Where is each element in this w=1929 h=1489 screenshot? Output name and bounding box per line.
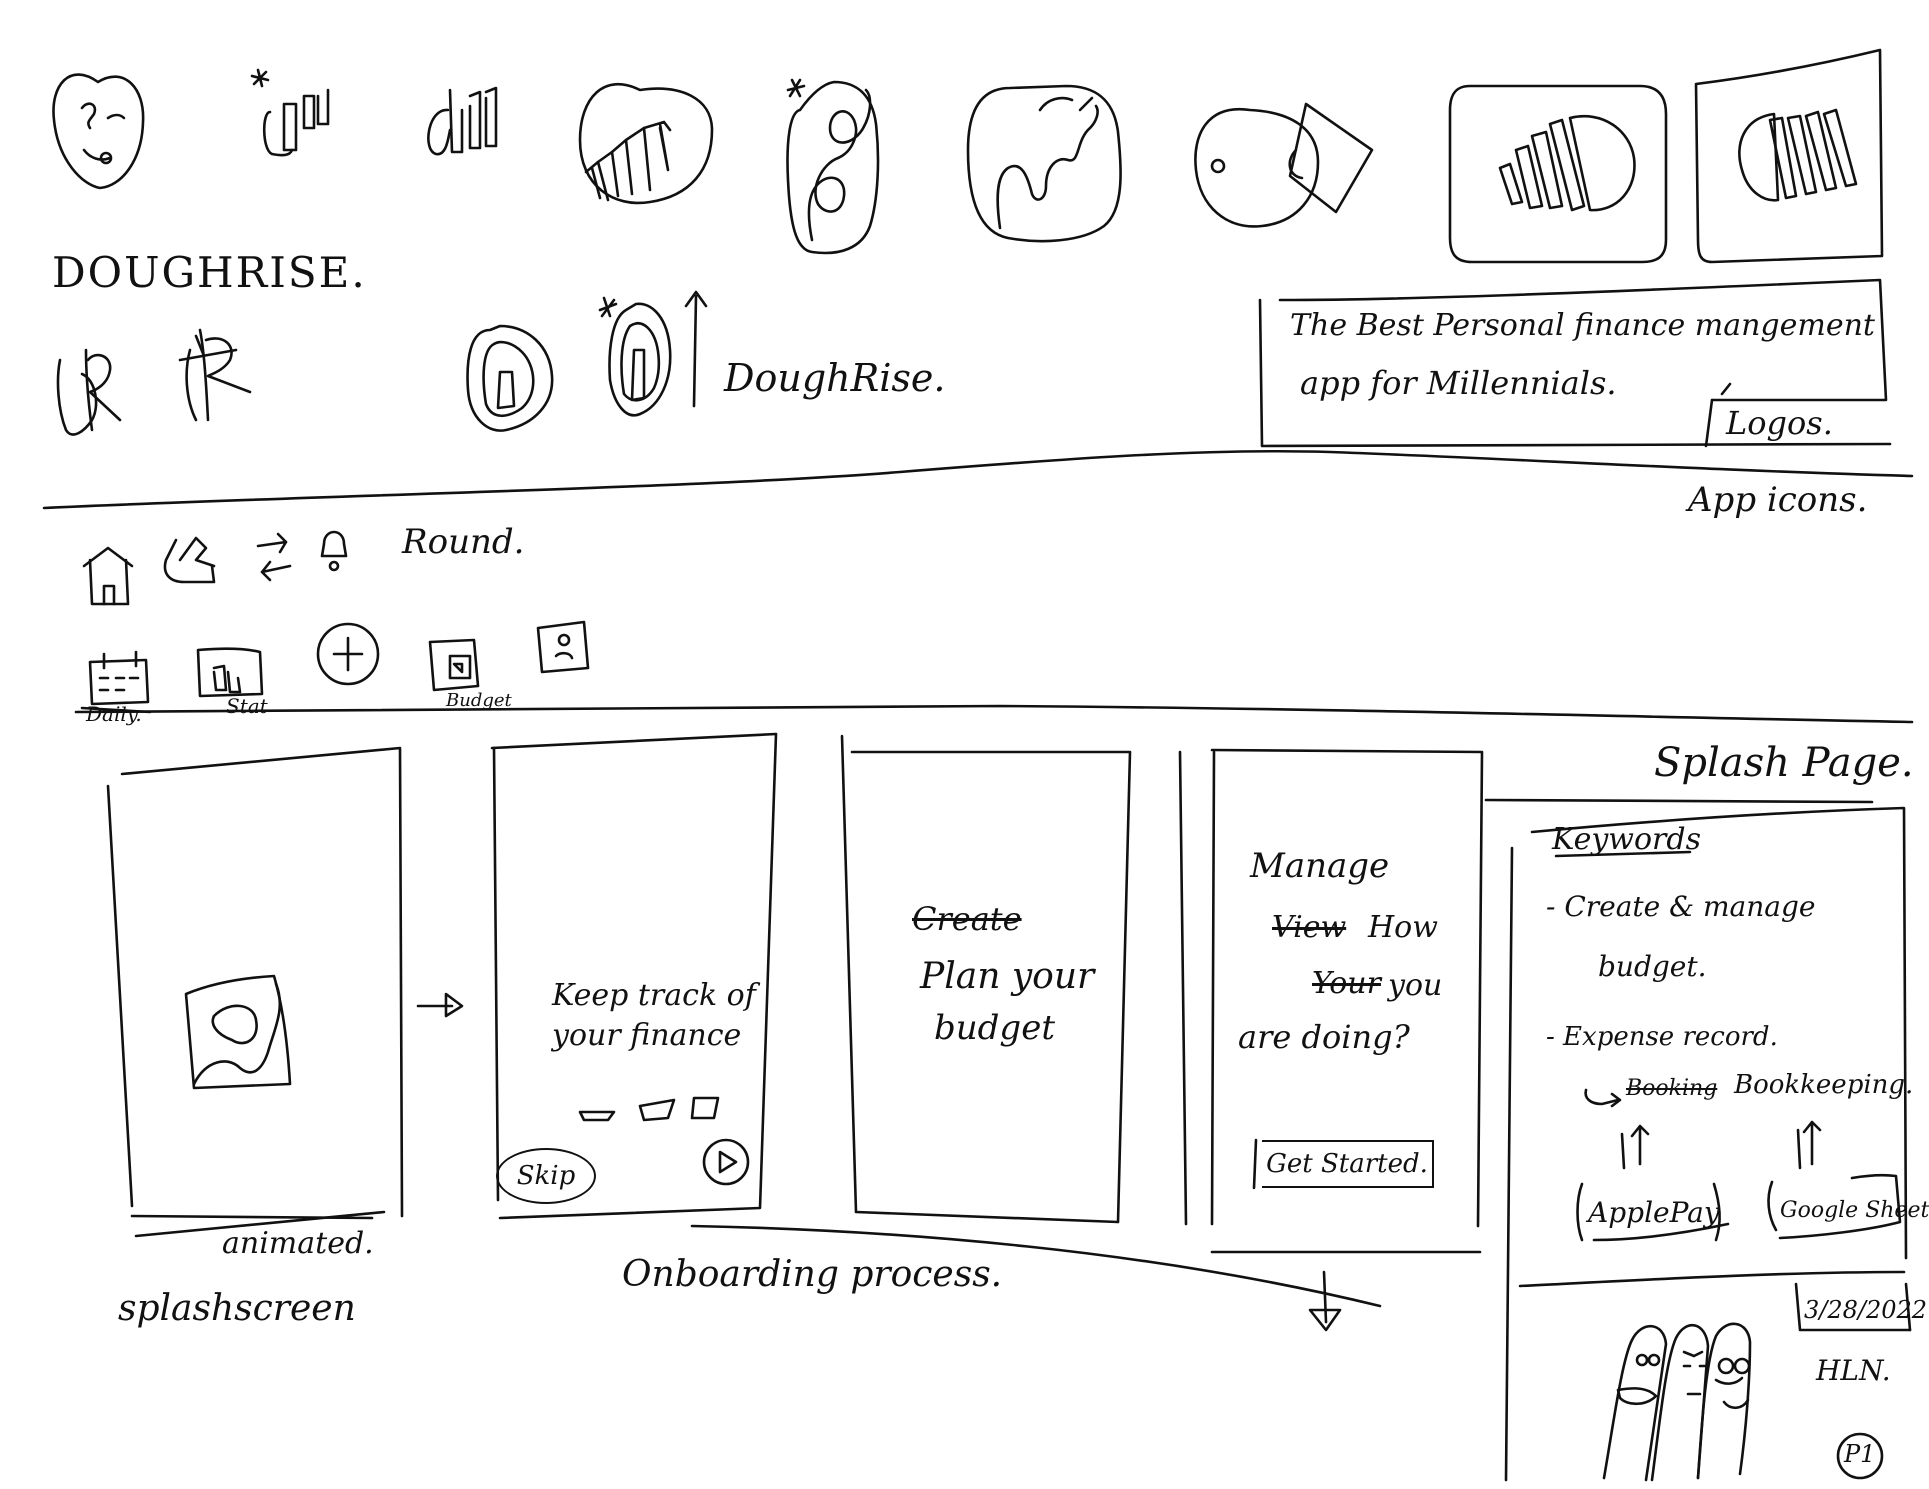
nav-label-stat: Stat: [226, 694, 268, 718]
bars-d-logo-icon: [427, 86, 498, 156]
wave-logo-icon: [966, 84, 1122, 243]
screen4-text-how: How: [1368, 910, 1438, 945]
wordmark-a: DOUGHRISE.: [52, 248, 367, 297]
down-arrow-icon: [1308, 1270, 1342, 1332]
keyword-1-line-1: - Create & manage: [1546, 890, 1816, 923]
splash-screen-frame: [106, 746, 404, 1238]
r-monogram-logo-icon: [56, 348, 122, 436]
section-divider-middle: [74, 704, 1914, 724]
onboarding-screen-1-frame: [490, 732, 778, 1220]
d-rings-arrow-logo-icon: [598, 290, 708, 417]
keyword-1-line-2: budget.: [1598, 950, 1707, 983]
screen3-text-1: Plan your: [920, 956, 1095, 997]
screen2-text-2: your finance: [552, 1018, 742, 1053]
tagline-box: [1258, 278, 1892, 448]
screen3-strike-create: Create: [912, 900, 1022, 938]
app-icons-label: App icons.: [1688, 480, 1868, 520]
app-icon-b-icon: [1694, 48, 1884, 264]
keywords-panel-frame: [1484, 798, 1908, 1482]
nav-label-budget: Budget: [446, 690, 512, 711]
wordmark-b: DoughRise.: [724, 356, 946, 400]
circle-diamond-logo-icon: [1194, 102, 1374, 228]
screen3-text-2: budget: [934, 1008, 1055, 1048]
get-started-button[interactable]: Get Started.: [1262, 1140, 1434, 1188]
round-label: Round.: [402, 522, 525, 562]
budget-square-icon: [428, 638, 480, 692]
signature-date: 3/28/2022: [1804, 1296, 1928, 1324]
transfer-arrows-icon: [256, 532, 292, 582]
keyword-2-line-1: - Expense record.: [1546, 1022, 1778, 1052]
screen4-strike-your: Your: [1312, 966, 1381, 1001]
tagline-line-2: app for Millennials.: [1300, 364, 1617, 402]
profile-card-icon: [536, 620, 590, 674]
face-logo-icon: [52, 73, 145, 190]
onboarding-screen-3-frame: [1178, 748, 1484, 1254]
screen4-text-you: you: [1388, 968, 1443, 1003]
nav-label-daily: Daily.: [86, 702, 142, 726]
onboarding-caption: Onboarding process.: [622, 1254, 1003, 1295]
d-rings-logo-icon: [466, 324, 554, 432]
tagline-line-1: The Best Personal finance mangement: [1290, 308, 1875, 343]
section-divider-top: [42, 449, 1914, 510]
onboarding-flow-line: [690, 1224, 1382, 1308]
keyword-2-line-2: Bookkeeping.: [1734, 1070, 1914, 1100]
screen2-text-1: Keep track of: [552, 978, 756, 1013]
bell-outline-icon: [320, 530, 348, 572]
doodle-characters-icon: [1602, 1282, 1912, 1482]
stats-bars-icon: [196, 647, 264, 698]
skip-button[interactable]: Skip: [496, 1148, 596, 1204]
screen4-strike-view: View: [1272, 910, 1347, 945]
home-outline-icon: [82, 546, 134, 606]
keywords-title: Keywords: [1552, 822, 1701, 857]
bars-star-logo-icon: [250, 68, 330, 157]
page-number: P1: [1844, 1440, 1876, 1468]
apple-pay-box: ApplePay: [1588, 1196, 1720, 1229]
keyword-2-strike: Booking: [1626, 1076, 1718, 1101]
splash-caption-animated: animated.: [222, 1226, 374, 1261]
r-monogram-star-logo-icon: [178, 328, 252, 422]
onboarding-screen-2-frame: [840, 734, 1132, 1224]
app-icon-a-icon: [1448, 84, 1668, 264]
loops-logo-icon: [786, 78, 880, 255]
splash-page-title: Splash Page.: [1654, 740, 1914, 786]
chart-outline-icon: [163, 536, 216, 584]
add-circle-icon: [316, 622, 380, 686]
circle-bars-logo-icon: [578, 83, 714, 205]
screen4-text-manage: Manage: [1250, 846, 1390, 886]
signature-initials: HLN.: [1816, 1354, 1891, 1387]
splash-caption-splashscreen: splashscreen: [118, 1288, 356, 1329]
logos-label: Logos.: [1726, 404, 1833, 442]
flow-arrow-icon: [416, 992, 464, 1018]
google-sheet-box: Google Sheet: [1780, 1198, 1929, 1223]
screen4-text-doing: are doing?: [1238, 1018, 1410, 1056]
